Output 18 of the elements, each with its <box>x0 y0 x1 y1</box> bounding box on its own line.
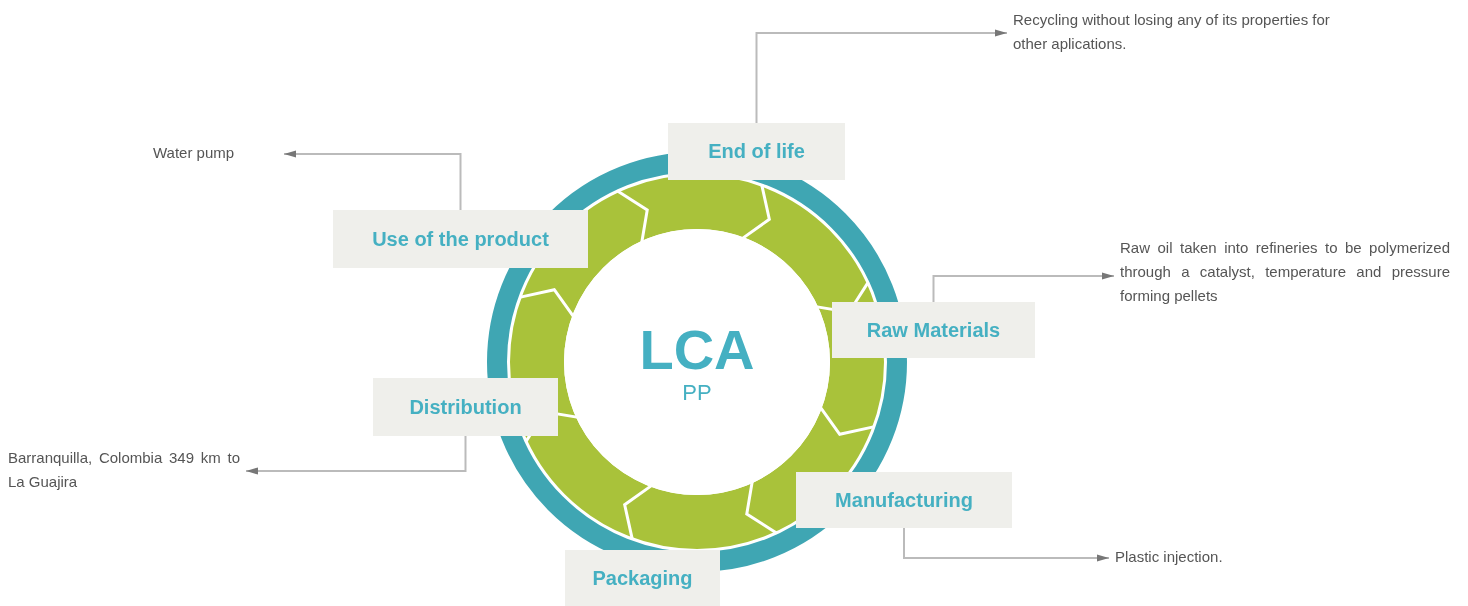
leader-line <box>903 527 1110 562</box>
leader-line <box>283 150 462 211</box>
stage-label: Packaging <box>565 550 720 606</box>
annotation-text: Plastic injection. <box>1115 545 1275 571</box>
center-subtitle: PP <box>682 380 712 405</box>
annotation-text: Water pump <box>153 141 278 167</box>
annotation-text: Raw oil taken into refineries to be polymerized through a catalyst, temperature and pressure forming pellets <box>1120 236 1450 316</box>
stage-label: End of life <box>668 123 845 180</box>
leader-line <box>245 435 467 475</box>
annotation-text: Recycling without losing any of its properties for other aplications. <box>1013 8 1353 58</box>
stage-label: Use of the product <box>333 210 588 268</box>
leader-line <box>755 29 1008 124</box>
stage-label: Raw Materials <box>832 302 1035 358</box>
center-title: LCA <box>639 319 755 381</box>
stage-label: Distribution <box>373 378 558 436</box>
annotation-text: Barranquilla, Colombia 349 km to La Guajira <box>8 446 240 496</box>
leader-line <box>932 272 1115 303</box>
stage-label: Manufacturing <box>796 472 1012 528</box>
